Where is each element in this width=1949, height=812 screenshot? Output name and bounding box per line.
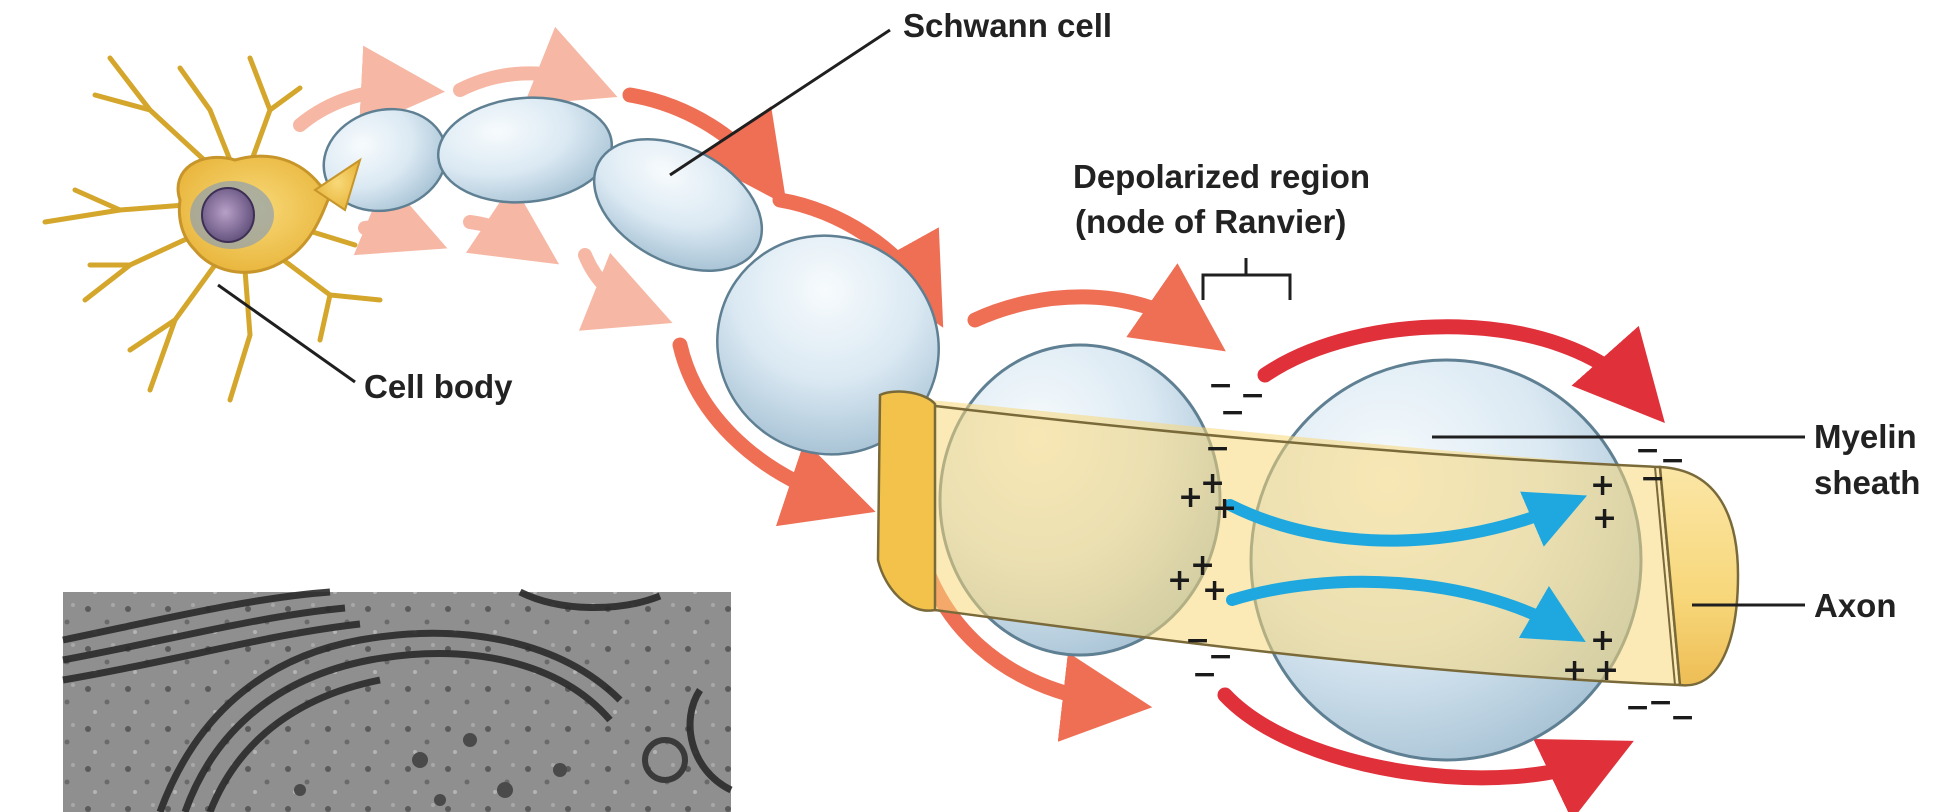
minus-sign: −: [1205, 431, 1230, 466]
plus-sign: +: [1562, 653, 1587, 688]
minus-sign: −: [1220, 395, 1245, 430]
plus-sign: +: [1212, 491, 1237, 526]
minus-sign: −: [1192, 657, 1217, 692]
label-depolarized-region: Depolarized region: [1073, 158, 1370, 195]
plus-sign: +: [1202, 573, 1227, 608]
schwann-cell-1: [312, 96, 458, 225]
minus-sign: −: [1625, 690, 1650, 725]
minus-sign: −: [1670, 700, 1695, 735]
label-axon: Axon: [1814, 587, 1897, 624]
schwann-cell-leader: [670, 30, 890, 175]
schwann-cell-2: [434, 91, 616, 210]
plus-sign: +: [1167, 563, 1192, 598]
label-node-of-ranvier: (node of Ranvier): [1075, 203, 1346, 240]
plus-sign: +: [1590, 468, 1615, 503]
plus-sign: +: [1594, 653, 1619, 688]
minus-sign: −: [1185, 623, 1210, 658]
label-myelin: Myelin: [1814, 418, 1917, 455]
nucleus: [202, 188, 254, 242]
label-cell-body: Cell body: [364, 368, 513, 405]
plus-sign: +: [1592, 501, 1617, 536]
label-sheath: sheath: [1814, 464, 1920, 501]
minus-sign: −: [1640, 461, 1665, 496]
electron-micrograph-inset: [63, 592, 731, 812]
label-schwann-cell: Schwann cell: [903, 7, 1112, 44]
node-of-ranvier-bracket: [1203, 258, 1290, 300]
